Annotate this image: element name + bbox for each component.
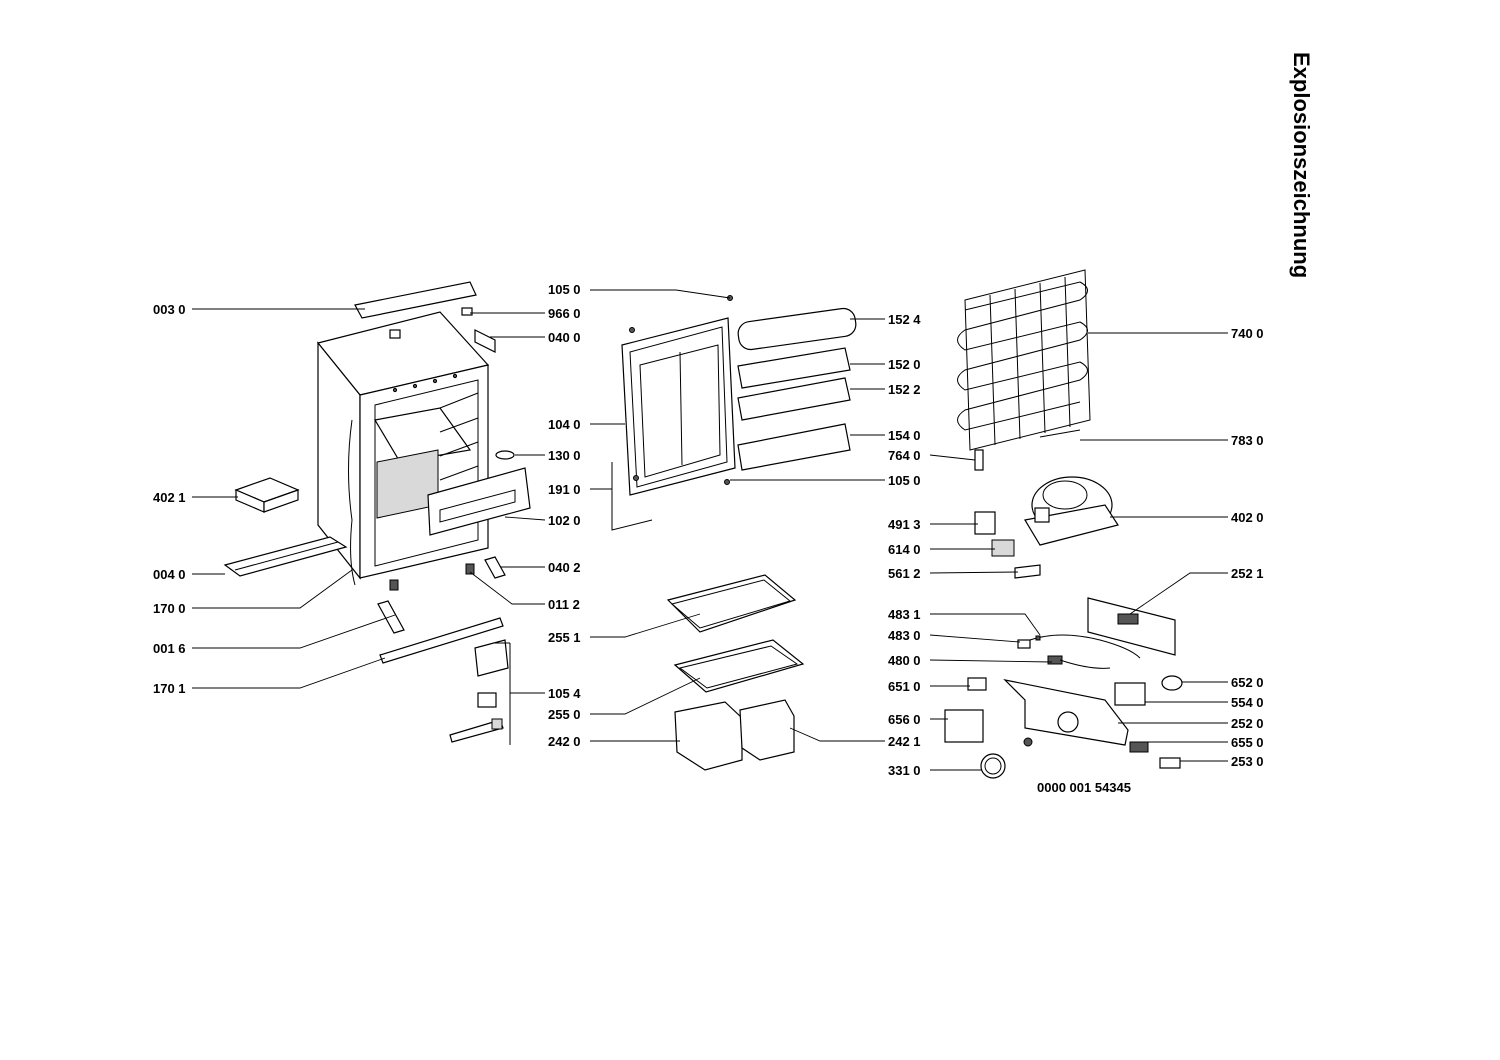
part-label: 402 1 xyxy=(153,490,186,505)
electrical-parts-drawing xyxy=(944,597,1183,779)
part-label: 483 0 xyxy=(888,628,921,643)
part-label: 102 0 xyxy=(548,513,581,528)
door-drawing xyxy=(611,295,736,531)
part-label: 255 1 xyxy=(548,630,581,645)
part-label: 655 0 xyxy=(1231,735,1264,750)
part-label: 764 0 xyxy=(888,448,921,463)
part-label: 561 2 xyxy=(888,566,921,581)
part-label: 480 0 xyxy=(888,653,921,668)
cabinet-drawing xyxy=(316,281,531,591)
drawing-number: 0000 001 54345 xyxy=(1037,780,1131,795)
part-label: 152 0 xyxy=(888,357,921,372)
part-label: 483 1 xyxy=(888,607,921,622)
part-label: 105 4 xyxy=(548,686,581,701)
part-label: 011 2 xyxy=(548,597,580,612)
condenser-drawing xyxy=(957,269,1091,471)
part-label: 402 0 xyxy=(1231,510,1264,525)
part-label: 242 1 xyxy=(888,734,921,749)
part-label: 614 0 xyxy=(888,542,921,557)
part-labels: 003 0 966 0 040 0 105 0 152 4 152 0 152 … xyxy=(153,282,1264,778)
part-label: 170 0 xyxy=(153,601,186,616)
part-label: 130 0 xyxy=(548,448,581,463)
part-label: 152 2 xyxy=(888,382,921,397)
part-label: 554 0 xyxy=(1231,695,1264,710)
door-shelves-drawing xyxy=(737,307,857,471)
part-label: 003 0 xyxy=(153,302,186,317)
glass-shelves-drawing xyxy=(666,574,805,771)
part-label: 105 0 xyxy=(548,282,581,297)
leader-lines xyxy=(192,289,1228,771)
part-label: 253 0 xyxy=(1231,754,1264,769)
part-label: 651 0 xyxy=(888,679,921,694)
part-label: 491 3 xyxy=(888,517,921,532)
part-label: 252 0 xyxy=(1231,716,1264,731)
part-label: 966 0 xyxy=(548,306,581,321)
part-label: 040 2 xyxy=(548,560,581,575)
part-label: 331 0 xyxy=(888,763,921,778)
part-label: 656 0 xyxy=(888,712,921,727)
part-label: 004 0 xyxy=(153,567,186,582)
part-label: 783 0 xyxy=(1231,433,1264,448)
part-label: 040 0 xyxy=(548,330,581,345)
part-label: 152 4 xyxy=(888,312,921,327)
part-label: 252 1 xyxy=(1231,566,1264,581)
part-label: 170 1 xyxy=(153,681,186,696)
part-label: 652 0 xyxy=(1231,675,1264,690)
part-label: 191 0 xyxy=(548,482,581,497)
part-label: 255 0 xyxy=(548,707,581,722)
part-label: 242 0 xyxy=(548,734,581,749)
part-label: 104 0 xyxy=(548,417,581,432)
part-label: 105 0 xyxy=(888,473,921,488)
compressor-drawing xyxy=(974,476,1119,579)
part-label: 740 0 xyxy=(1231,326,1264,341)
diagram-title: Explosionszeichnung xyxy=(1289,52,1314,278)
left-loose-parts xyxy=(223,477,511,745)
part-label: 154 0 xyxy=(888,428,921,443)
part-label: 001 6 xyxy=(153,641,186,656)
